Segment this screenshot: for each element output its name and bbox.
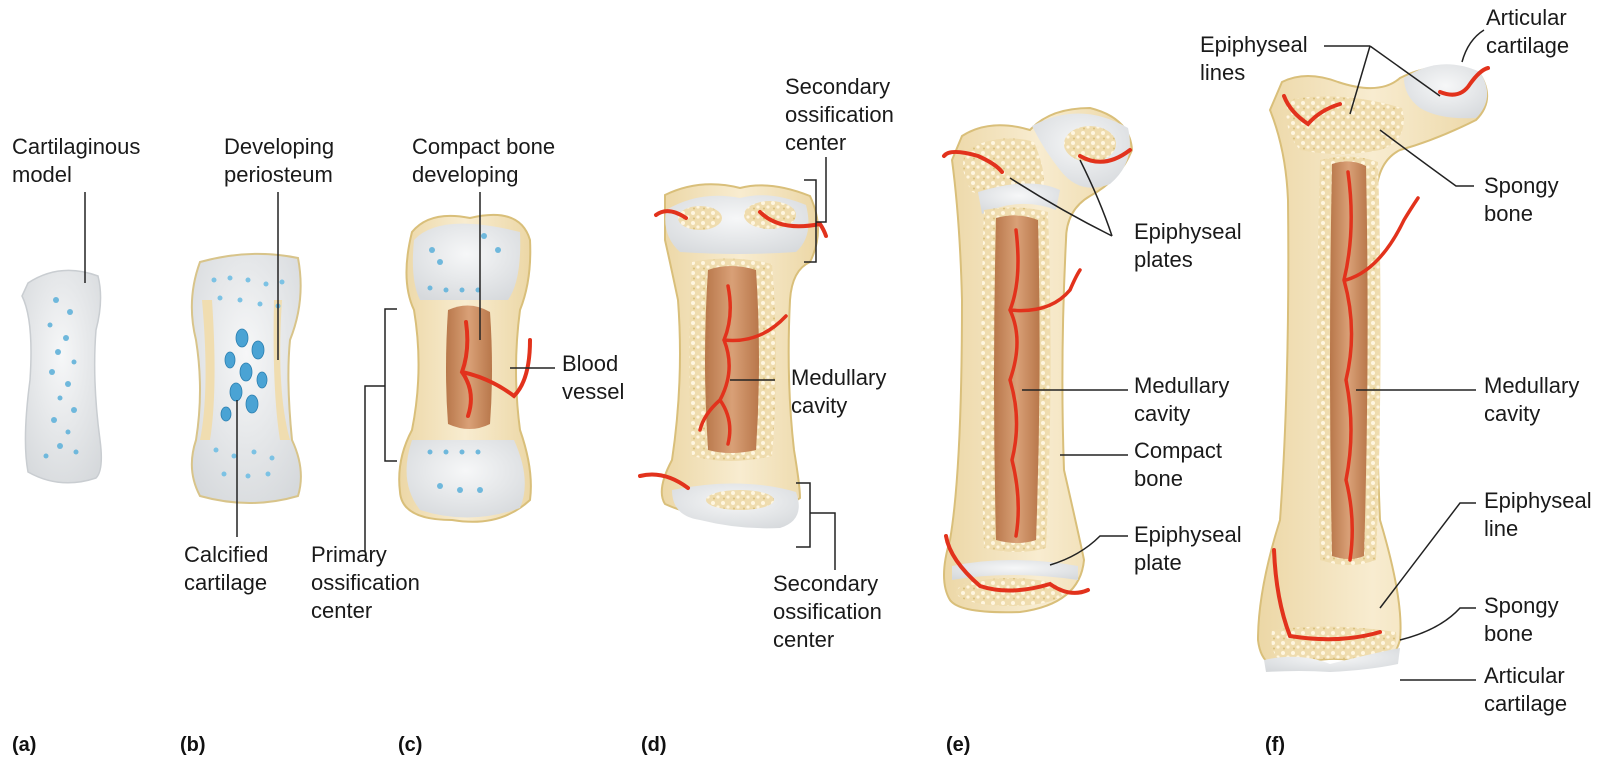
label-blood-vessel: Blood vessel xyxy=(562,350,624,406)
label-cartilaginous-model: Cartilaginous model xyxy=(12,133,140,189)
label-epiphyseal-plates: Epiphyseal plates xyxy=(1134,218,1242,274)
label-articular-cartilage-bottom: Articular cartilage xyxy=(1484,662,1567,718)
panel-letter-b: (b) xyxy=(180,734,206,757)
panel-letter-f: (f) xyxy=(1265,734,1285,757)
label-secondary-ossification-center-top: Secondary ossification center xyxy=(785,73,894,157)
label-secondary-ossification-center-bottom: Secondary ossification center xyxy=(773,570,882,654)
label-epiphyseal-lines: Epiphyseal lines xyxy=(1200,31,1308,87)
label-medullary-cavity-e: Medullary cavity xyxy=(1134,372,1229,428)
panel-f-leader-articular-cartilage-top xyxy=(1462,30,1484,62)
panel-f-bone xyxy=(1258,64,1488,672)
label-calcified-cartilage: Calcified cartilage xyxy=(184,541,268,597)
panel-d-bracket-secondary-bottom xyxy=(796,483,835,570)
panel-letter-d: (d) xyxy=(641,734,667,757)
panel-letter-e: (e) xyxy=(946,734,970,757)
panel-f-leader-spongy-bone-bottom xyxy=(1400,608,1476,640)
label-spongy-bone-top: Spongy bone xyxy=(1484,172,1559,228)
panel-c-bracket-primary-ossification xyxy=(365,309,397,551)
panel-a-bone xyxy=(22,270,101,482)
label-spongy-bone-bottom: Spongy bone xyxy=(1484,592,1559,648)
panel-b-bone xyxy=(192,254,301,503)
label-developing-periosteum: Developing periosteum xyxy=(224,133,334,189)
label-medullary-cavity-d: Medullary cavity xyxy=(791,364,886,420)
label-compact-bone: Compact bone xyxy=(1134,437,1222,493)
panel-letter-c: (c) xyxy=(398,734,422,757)
panel-letter-a: (a) xyxy=(12,734,36,757)
label-epiphyseal-line: Epiphyseal line xyxy=(1484,487,1592,543)
panel-d-bone xyxy=(640,184,826,528)
label-articular-cartilage-top: Articular cartilage xyxy=(1486,4,1569,60)
label-medullary-cavity-f: Medullary cavity xyxy=(1484,372,1579,428)
label-epiphyseal-plate: Epiphyseal plate xyxy=(1134,521,1242,577)
label-primary-ossification-center: Primary ossification center xyxy=(311,541,420,625)
label-compact-bone-developing: Compact bone developing xyxy=(412,133,555,189)
